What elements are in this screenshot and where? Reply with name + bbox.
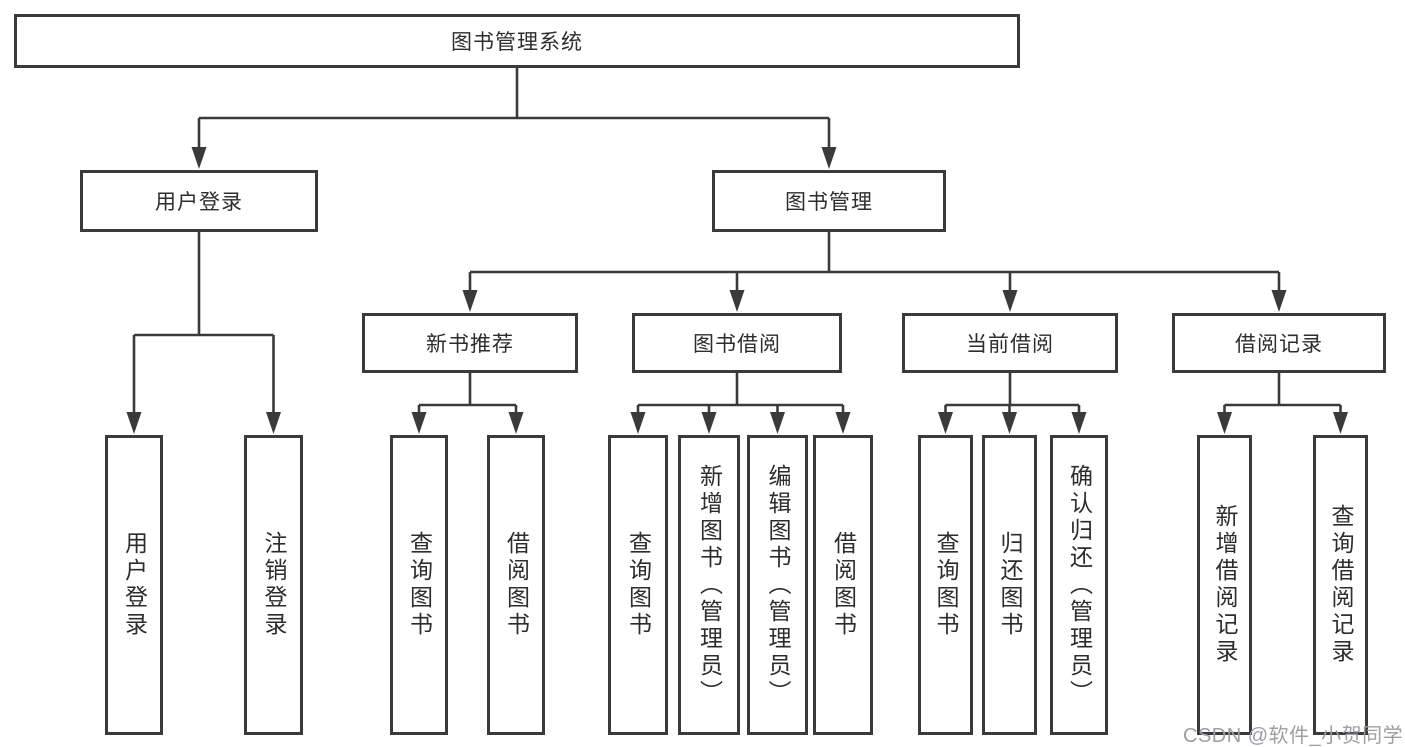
leaf-query-books-borrow: 查询图书 [608, 435, 668, 735]
node-current-borrow-label: 当前借阅 [966, 333, 1054, 356]
leaf-confirm-return-admin: 确认归还（管理员） [1050, 435, 1108, 735]
node-new-book-recommend: 新书推荐 [362, 313, 578, 373]
leaf-borrow-books-label: 借阅图书 [830, 531, 857, 639]
leaf-query-books-recommend-label: 查询图书 [406, 531, 433, 639]
node-borrow-records-label: 借阅记录 [1235, 333, 1323, 356]
leaf-add-borrow-record-label: 新增借阅记录 [1212, 504, 1238, 666]
leaf-return-books-label: 归还图书 [997, 531, 1023, 639]
node-new-book-recommend-label: 新书推荐 [426, 333, 514, 356]
leaf-query-books-current: 查询图书 [918, 435, 973, 735]
arrowheads [126, 147, 1348, 434]
leaf-edit-books-admin-label: 编辑图书（管理员） [765, 463, 791, 707]
leaf-edit-books-admin: 编辑图书（管理员） [747, 435, 808, 735]
node-current-borrow: 当前借阅 [902, 313, 1118, 373]
csdn-watermark: CSDN @软件_小贺同学 [1183, 725, 1404, 747]
leaf-add-books-admin-label: 新增图书（管理员） [696, 463, 723, 707]
connector-paths [132, 68, 1342, 413]
node-book-management: 图书管理 [712, 170, 946, 232]
leaf-add-borrow-record: 新增借阅记录 [1197, 435, 1252, 735]
leaf-add-books-admin: 新增图书（管理员） [678, 435, 740, 735]
leaf-confirm-return-admin-label: 确认归还（管理员） [1066, 463, 1093, 707]
leaf-borrow-books-recommend: 借阅图书 [487, 435, 545, 735]
node-book-management-label: 图书管理 [785, 191, 873, 214]
node-borrow-records: 借阅记录 [1172, 313, 1386, 373]
leaf-logout: 注销登录 [244, 435, 303, 735]
node-user-login-label: 用户登录 [155, 191, 243, 214]
node-user-login: 用户登录 [80, 170, 318, 232]
node-book-borrow-label: 图书借阅 [693, 333, 781, 356]
node-root-label: 图书管理系统 [451, 31, 583, 54]
leaf-query-borrow-record-label: 查询借阅记录 [1328, 504, 1354, 666]
leaf-borrow-books-recommend-label: 借阅图书 [503, 531, 530, 639]
leaf-logout-label: 注销登录 [261, 531, 287, 639]
leaf-query-books-recommend: 查询图书 [390, 435, 448, 735]
leaf-query-borrow-record: 查询借阅记录 [1313, 435, 1368, 735]
leaf-user-login-label: 用户登录 [121, 531, 148, 639]
leaf-borrow-books: 借阅图书 [813, 435, 873, 735]
leaf-return-books: 归还图书 [982, 435, 1037, 735]
leaf-user-login: 用户登录 [105, 435, 163, 735]
leaf-query-books-current-label: 查询图书 [933, 531, 959, 639]
leaf-query-books-borrow-label: 查询图书 [625, 531, 652, 639]
node-root: 图书管理系统 [14, 14, 1020, 68]
node-book-borrow: 图书借阅 [632, 313, 842, 373]
